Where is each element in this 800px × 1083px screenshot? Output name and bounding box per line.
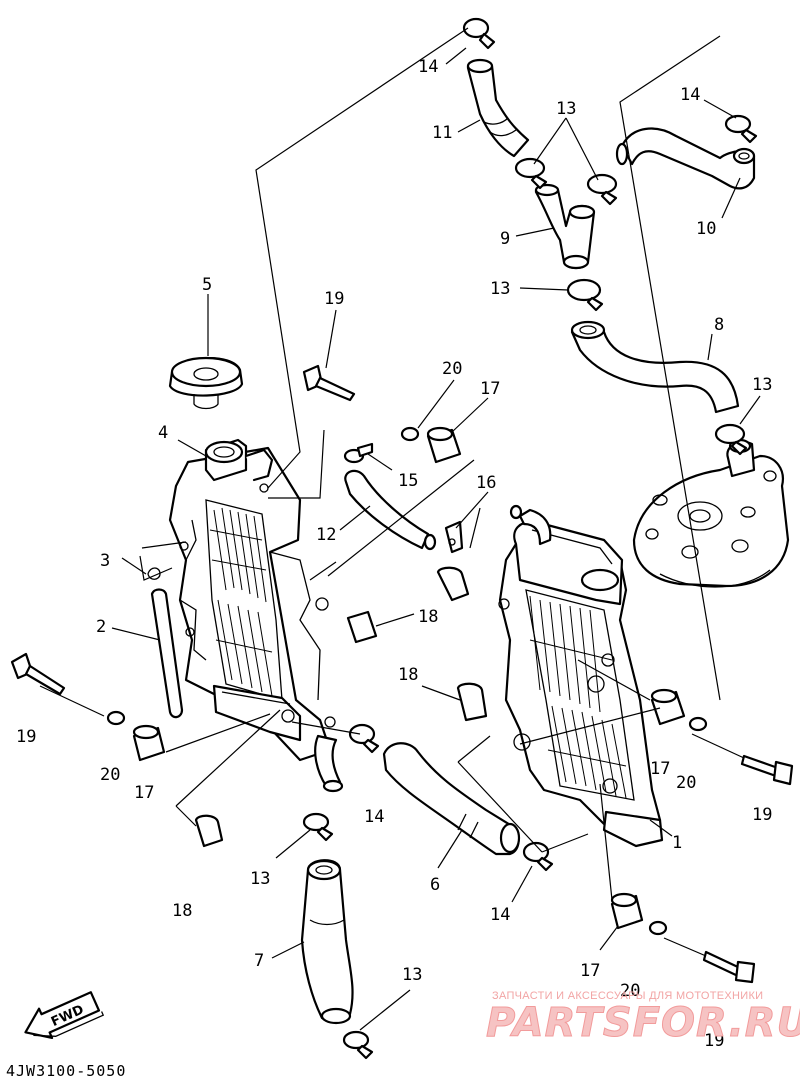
callout-14: 14 <box>364 807 384 827</box>
callout-2: 2 <box>96 617 106 637</box>
callout-11: 11 <box>432 123 452 143</box>
watermark-tagline: ЗАПЧАСТИ И АКСЕССУАРЫ ДЛЯ МОТОТЕХНИКИ <box>492 990 763 1002</box>
callout-13: 13 <box>402 965 422 985</box>
callout-14: 14 <box>418 57 438 77</box>
dampers <box>132 426 686 930</box>
callout-14: 14 <box>680 85 700 105</box>
collars <box>194 566 488 848</box>
callout-1: 1 <box>672 833 682 853</box>
hose-10 <box>615 127 756 190</box>
callout-6: 6 <box>430 875 440 895</box>
callout-15: 15 <box>398 471 418 491</box>
part-code: 4JW3100-5050 <box>6 1062 126 1080</box>
callout-12: 12 <box>316 525 336 545</box>
clip-3 <box>147 567 161 580</box>
hose-12 <box>344 469 437 551</box>
hose-9 <box>534 183 596 270</box>
callout-20: 20 <box>676 773 696 793</box>
fwd-arrow: FWD <box>24 991 105 1040</box>
callout-18: 18 <box>398 665 418 685</box>
callout-17: 17 <box>134 783 154 803</box>
callout-19: 19 <box>704 1031 724 1051</box>
callout-20: 20 <box>442 359 462 379</box>
cylinder-head <box>632 438 790 588</box>
callout-14: 14 <box>490 905 510 925</box>
hose-6 <box>382 742 521 856</box>
callout-10: 10 <box>696 219 716 239</box>
callout-16: 16 <box>476 473 496 493</box>
callout-9: 9 <box>500 229 510 249</box>
assembly-lines <box>139 27 721 901</box>
callout-13: 13 <box>556 99 576 119</box>
callout-17: 17 <box>480 379 500 399</box>
callout-3: 3 <box>100 551 110 571</box>
radiator-cap <box>168 356 244 410</box>
callout-18: 18 <box>172 901 192 921</box>
leader-lines <box>39 47 761 1031</box>
bolts <box>10 364 794 984</box>
callout-18: 18 <box>418 607 438 627</box>
callout-19: 19 <box>324 289 344 309</box>
callout-19: 19 <box>752 805 772 825</box>
right-radiator <box>498 504 664 848</box>
callout-20: 20 <box>620 981 640 1001</box>
callout-17: 17 <box>580 961 600 981</box>
callout-7: 7 <box>254 951 264 971</box>
callout-4: 4 <box>158 423 168 443</box>
hose-11 <box>466 58 530 158</box>
hose-clamps <box>302 17 758 1060</box>
hose-7 <box>300 859 354 1025</box>
callout-19: 19 <box>16 727 36 747</box>
callout-13: 13 <box>250 869 270 889</box>
callout-13: 13 <box>752 375 772 395</box>
drain-tube <box>150 588 184 719</box>
watermark-logo: PARTSFOR.RU <box>486 1000 800 1046</box>
watermark: ЗАПЧАСТИ И АКСЕССУАРЫ ДЛЯ МОТОТЕХНИКИ PA… <box>486 990 800 1047</box>
left-radiator <box>168 438 344 793</box>
callouts: 14 11 13 14 9 10 13 8 5 19 20 17 13 4 15… <box>16 57 772 1051</box>
callout-8: 8 <box>714 315 724 335</box>
callout-17: 17 <box>650 759 670 779</box>
callout-13: 13 <box>490 279 510 299</box>
callout-5: 5 <box>202 275 212 295</box>
hose-8 <box>570 320 740 414</box>
clip-16 <box>444 520 464 554</box>
washers <box>106 426 708 936</box>
callout-20: 20 <box>100 765 120 785</box>
